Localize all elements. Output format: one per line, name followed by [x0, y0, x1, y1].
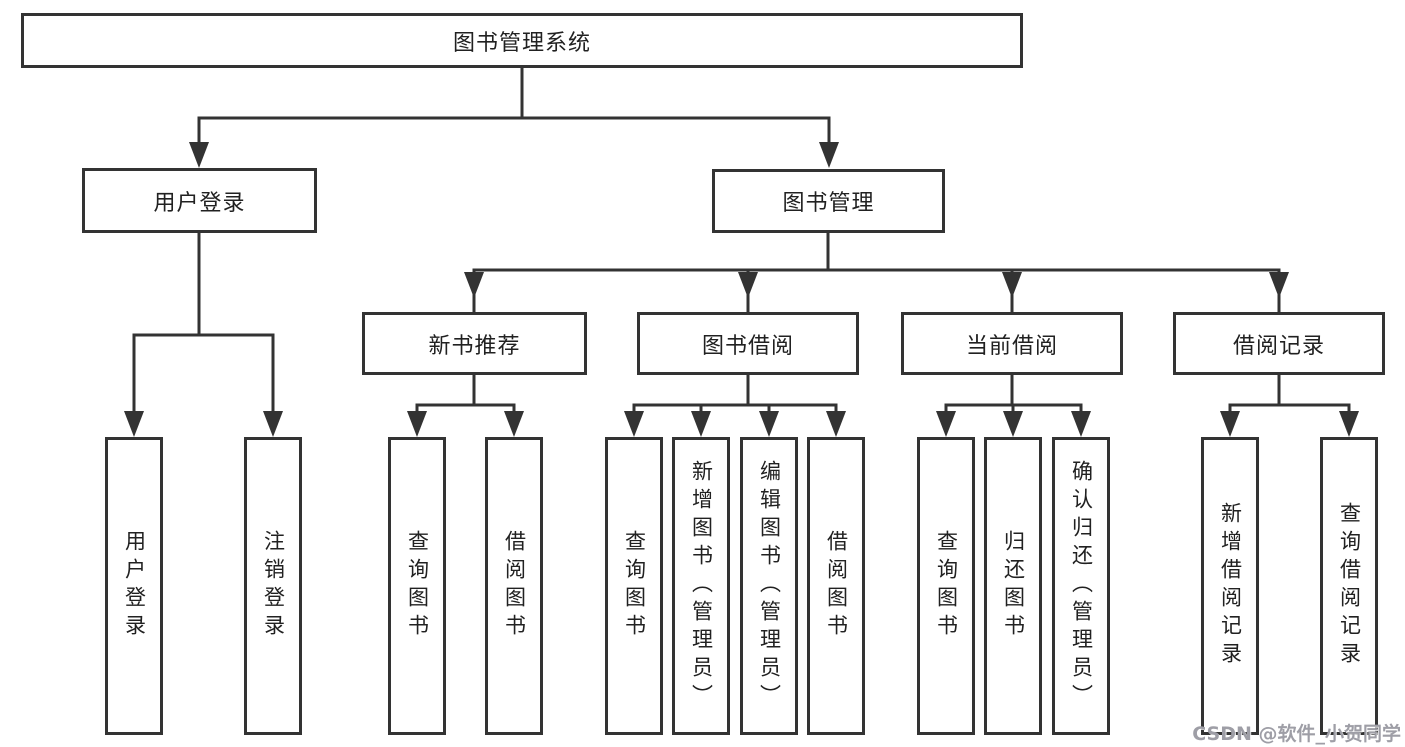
leaf-borrow-book-recommend-label: 借阅图书 [502, 530, 527, 642]
leaf-logout: 注销登录 [244, 437, 302, 735]
leaf-borrow-book: 借阅图书 [807, 437, 865, 735]
leaf-confirm-return-admin-label: 确认归还（管理员） [1069, 460, 1094, 712]
leaf-return-book: 归还图书 [984, 437, 1042, 735]
arrowhead-leaf-user-login [124, 411, 144, 437]
connector-borrow-records [1228, 375, 1351, 411]
arrowhead-book-management [819, 142, 839, 168]
leaf-edit-book-admin: 编辑图书（管理员） [740, 437, 798, 735]
node-new-book-recommend: 新书推荐 [362, 312, 587, 375]
arrowhead-user-login [189, 142, 209, 168]
leaf-add-borrow-record-label: 新增借阅记录 [1218, 502, 1243, 670]
leaf-query-borrow-record: 查询借阅记录 [1320, 437, 1378, 735]
connector-new-book-recommend [415, 375, 516, 411]
leaf-borrow-book-label: 借阅图书 [824, 530, 849, 642]
leaf-confirm-return-admin: 确认归还（管理员） [1052, 437, 1110, 735]
arrowhead-leaf-query-book-1 [407, 411, 427, 437]
leaf-borrow-book-recommend: 借阅图书 [485, 437, 543, 735]
node-new-book-recommend-label: 新书推荐 [428, 333, 521, 359]
connector-current-borrow [944, 375, 1083, 411]
arrowhead-leaf-query-book-3 [936, 411, 956, 437]
leaf-add-book-admin: 新增图书（管理员） [672, 437, 730, 735]
leaf-user-login: 用户登录 [105, 437, 163, 735]
node-user-login: 用户登录 [82, 168, 317, 233]
arrowhead-current-borrow [1002, 272, 1022, 298]
arrowhead-leaf-add-book [691, 411, 711, 437]
branch-user-login-to-leaves [124, 233, 283, 437]
arrowhead-leaf-return-book [1003, 411, 1023, 437]
node-borrow-records: 借阅记录 [1173, 312, 1385, 375]
node-borrow-records-label: 借阅记录 [1232, 333, 1325, 359]
leaf-query-book-borrow: 查询图书 [605, 437, 663, 735]
csdn-watermark: CSDN @软件_小贺同学 [1192, 723, 1401, 745]
arrowhead-leaf-borrow-book-2 [826, 411, 846, 437]
connector-book-management [472, 233, 1281, 312]
branch-borrow-records-to-leaves [1220, 375, 1359, 437]
arrowhead-leaf-query-book-2 [624, 411, 644, 437]
leaf-query-book-recommend: 查询图书 [388, 437, 446, 735]
leaf-user-login-label: 用户登录 [122, 530, 147, 642]
node-library-system: 图书管理系统 [21, 13, 1023, 68]
node-book-borrow-label: 图书借阅 [701, 333, 794, 359]
arrowhead-leaf-logout [263, 411, 283, 437]
node-book-management-label: 图书管理 [782, 191, 875, 216]
node-user-login-label: 用户登录 [153, 190, 246, 216]
branch-book-borrow-to-leaves [624, 375, 846, 437]
arrowhead-leaf-edit-book [759, 411, 779, 437]
leaf-add-borrow-record: 新增借阅记录 [1201, 437, 1259, 735]
arrowhead-new-book-recommend [464, 272, 484, 298]
node-library-system-label: 图书管理系统 [452, 30, 591, 56]
branch-current-borrow-to-leaves [936, 375, 1091, 437]
leaf-return-book-label: 归还图书 [1001, 530, 1026, 642]
node-book-borrow: 图书借阅 [637, 312, 859, 375]
arrowhead-leaf-query-record [1339, 411, 1359, 437]
leaf-query-book-current-label: 查询图书 [934, 530, 959, 642]
node-book-management: 图书管理 [712, 169, 945, 233]
arrowhead-leaf-confirm-return [1071, 411, 1091, 437]
branch-root-to-level2 [189, 68, 839, 168]
leaf-query-book-borrow-label: 查询图书 [622, 530, 647, 642]
leaf-query-borrow-record-label: 查询借阅记录 [1337, 502, 1362, 670]
branch-book-management-to-level3 [464, 233, 1289, 312]
leaf-add-book-admin-label: 新增图书（管理员） [689, 460, 714, 712]
node-current-borrow-label: 当前借阅 [965, 333, 1058, 359]
leaf-query-book-recommend-label: 查询图书 [405, 530, 430, 642]
connector-book-borrow [632, 375, 838, 411]
leaf-query-book-current: 查询图书 [917, 437, 975, 735]
arrowhead-leaf-borrow-book-1 [504, 411, 524, 437]
leaf-edit-book-admin-label: 编辑图书（管理员） [757, 460, 782, 712]
leaf-logout-label: 注销登录 [261, 530, 286, 642]
node-current-borrow: 当前借阅 [901, 312, 1123, 375]
connector-root [197, 68, 831, 142]
arrowhead-book-borrow [738, 272, 758, 298]
arrowhead-leaf-add-record [1220, 411, 1240, 437]
connector-user-login [132, 233, 275, 411]
arrowhead-borrow-records [1269, 272, 1289, 298]
branch-new-book-recommend-to-leaves [407, 375, 524, 437]
